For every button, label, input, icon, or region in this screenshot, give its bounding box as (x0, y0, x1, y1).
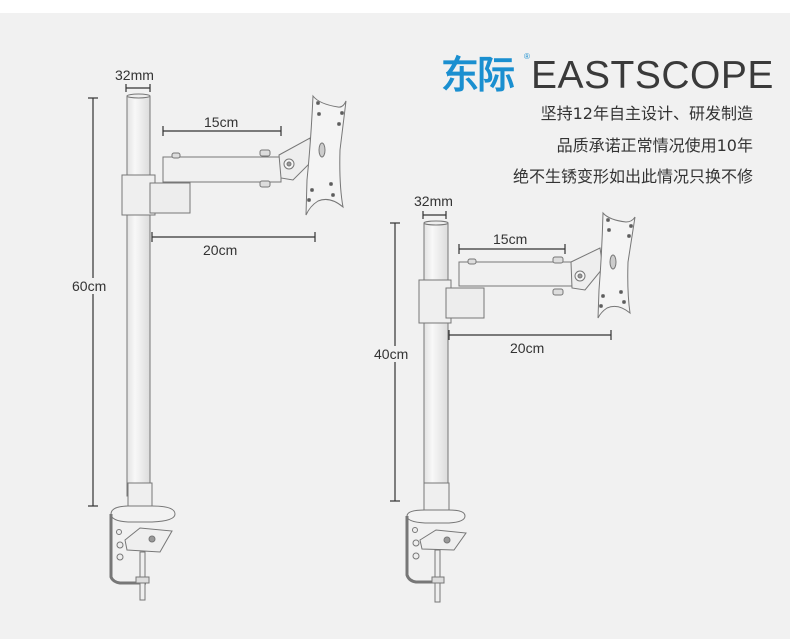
slogan-line-2: 品质承诺正常情况使用10年 (556, 136, 753, 155)
short-arm-length-label: 15cm (493, 231, 528, 247)
product-tall-arm (109, 93, 347, 601)
short-pole-diameter-label: 32mm (414, 193, 453, 209)
tall-pole-diameter-label: 32mm (115, 67, 154, 83)
vesa-plate (597, 211, 636, 319)
base-disc (110, 505, 176, 523)
joint-block (149, 182, 191, 214)
brand-logo-cn: 东际 (441, 53, 515, 97)
vesa-plate (305, 94, 347, 216)
desk-clamp (405, 516, 441, 584)
base-disc (406, 509, 466, 524)
dimension-lines-short (390, 211, 612, 502)
short-height-label: 40cm (374, 346, 409, 362)
desk-clamp (109, 514, 146, 585)
dimension-lines-tall (88, 84, 316, 507)
slogan-line-3: 绝不生锈变形如出此情况只换不修 (512, 167, 753, 186)
product-short-arm (405, 211, 636, 603)
tall-height-label: 60cm (72, 278, 107, 294)
pole (126, 95, 151, 497)
pole-cap (126, 93, 151, 99)
brand-logo-en: EASTSCOPE (531, 54, 774, 97)
arm (162, 156, 282, 183)
short-reach-label: 20cm (510, 340, 545, 356)
slogan-line-1: 坚持12年自主设计、研发制造 (540, 104, 753, 123)
pole (423, 222, 449, 492)
tall-reach-label: 20cm (203, 242, 238, 258)
registered-mark: ® (524, 52, 530, 61)
tall-arm-length-label: 15cm (204, 114, 239, 130)
arm (458, 261, 575, 287)
joint-block (445, 287, 485, 319)
